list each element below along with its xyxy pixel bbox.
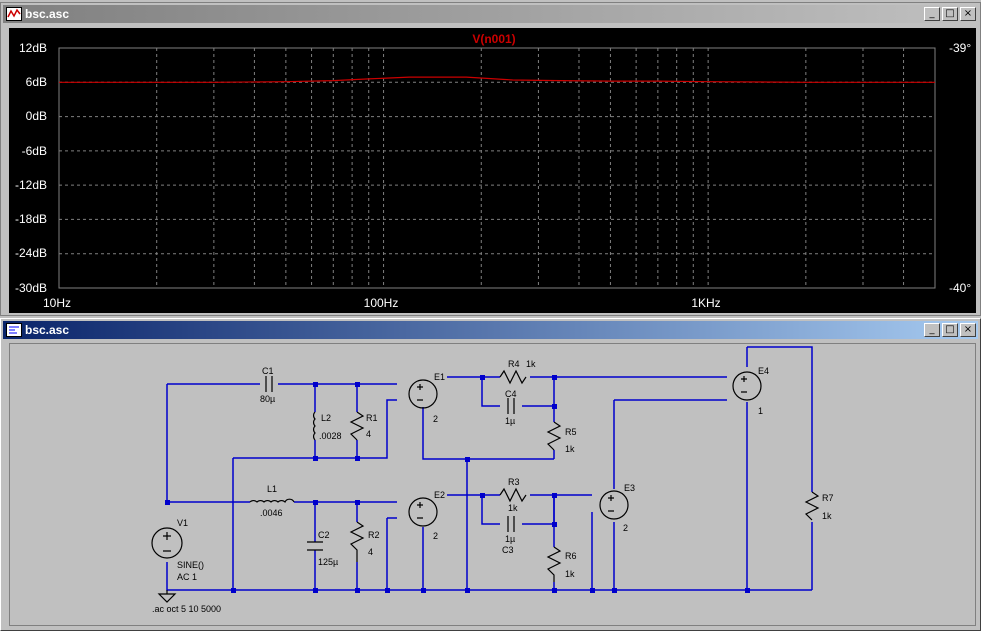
label-r7[interactable]: R7 [822,493,834,503]
vcvs-e2 [408,497,438,527]
y-tick: -18dB [15,212,47,226]
waveform-title: bsc.asc [25,7,70,21]
label-r6[interactable]: R6 [565,551,577,561]
capacitor-c1 [265,376,273,392]
resistor-r1 [349,411,365,441]
y-tick: -12dB [15,178,47,192]
resistor-r4 [499,369,527,385]
value-v1-ac[interactable]: AC 1 [177,572,197,582]
value-r7[interactable]: 1k [822,511,832,521]
schematic-drawing[interactable]: C1 80µ L2 .0028 R1 4 E1 2 R4 1k C4 1µ R5… [10,344,975,625]
x-tick: 100Hz [364,296,399,310]
vcvs-e4 [732,371,762,401]
label-r1[interactable]: R1 [366,413,378,423]
label-c4[interactable]: C4 [505,389,517,399]
y-tick: -24dB [15,246,47,260]
capacitor-c4 [507,398,515,414]
inductor-l1 [249,498,295,504]
label-v1[interactable]: V1 [177,518,188,528]
value-e4[interactable]: 1 [758,406,763,416]
voltage-source-v1 [151,527,183,559]
capacitor-c2 [307,541,323,551]
inductor-l2 [313,411,316,441]
value-c1[interactable]: 80µ [260,394,275,404]
plot-grid [58,47,936,289]
vcvs-e3 [599,490,629,520]
maximize-button[interactable]: □ [942,323,958,337]
label-e1[interactable]: E1 [434,372,445,382]
value-r3[interactable]: 1k [508,503,518,513]
component-labels: C1 80µ L2 .0028 R1 4 E1 2 R4 1k C4 1µ R5… [152,359,834,614]
ac-directive[interactable]: .ac oct 5 10 5000 [152,604,221,614]
value-r6[interactable]: 1k [565,569,575,579]
minimize-button[interactable]: _ [924,323,940,337]
label-c1[interactable]: C1 [262,366,274,376]
close-button[interactable]: × [960,7,976,21]
x-tick: 10Hz [43,296,71,310]
label-r4[interactable]: R4 [508,359,520,369]
schematic-titlebar[interactable]: bsc.asc _ □ × [3,321,978,339]
value-r4[interactable]: 1k [526,359,536,369]
resistor-r5 [546,421,562,451]
x-tick: 1KHz [691,296,720,310]
y-tick: 0dB [26,109,47,123]
value-e3[interactable]: 2 [623,523,628,533]
schematic-icon [6,323,22,337]
value-c3[interactable]: 1µ [505,534,515,544]
label-r2[interactable]: R2 [368,530,380,540]
schematic-window: bsc.asc _ □ × [0,318,981,631]
resistor-r3 [499,487,527,503]
label-c2[interactable]: C2 [318,530,330,540]
waveform-window: bsc.asc _ □ × V(n001) 12dB 6dB 0dB -6dB … [0,2,981,316]
junctions [165,375,750,593]
y2-tick: -39° [949,41,971,55]
value-r1[interactable]: 4 [366,429,371,439]
value-l1[interactable]: .0046 [260,508,283,518]
label-c3[interactable]: C3 [502,545,514,555]
resistor-r6 [546,546,562,582]
ground-symbol [157,590,177,603]
value-e1[interactable]: 2 [433,414,438,424]
value-c4[interactable]: 1µ [505,416,515,426]
resistor-r7 [804,491,820,521]
waveform-plot[interactable]: V(n001) 12dB 6dB 0dB -6dB -12dB -18dB -2… [9,28,976,313]
trace-label[interactable]: V(n001) [472,32,515,46]
label-e2[interactable]: E2 [434,490,445,500]
right-axis[interactable]: -39° -40° [949,41,971,295]
capacitor-c3 [507,516,515,532]
y-tick: -6dB [22,144,47,158]
close-button[interactable]: × [960,323,976,337]
components [151,369,820,603]
y2-tick: -40° [949,281,971,295]
x-axis[interactable]: 10Hz 100Hz 1KHz [43,296,721,310]
label-e4[interactable]: E4 [758,366,769,376]
value-r2[interactable]: 4 [368,547,373,557]
value-e2[interactable]: 2 [433,531,438,541]
wires [166,346,813,591]
label-r3[interactable]: R3 [508,477,520,487]
resistor-r2 [349,521,365,562]
label-r5[interactable]: R5 [565,427,577,437]
trace-line[interactable] [59,76,935,83]
schematic-canvas[interactable]: C1 80µ L2 .0028 R1 4 E1 2 R4 1k C4 1µ R5… [9,343,976,626]
value-l2[interactable]: .0028 [319,431,342,441]
waveform-titlebar[interactable]: bsc.asc _ □ × [3,5,978,23]
label-e3[interactable]: E3 [624,483,635,493]
y-tick: 6dB [26,75,47,89]
value-r5[interactable]: 1k [565,444,575,454]
vcvs-e1 [408,379,438,409]
plot-frame [58,47,936,289]
value-v1-sine[interactable]: SINE() [177,560,204,570]
schematic-title: bsc.asc [25,323,70,337]
maximize-button[interactable]: □ [942,7,958,21]
label-l1[interactable]: L1 [267,484,277,494]
waveform-icon [6,7,22,21]
label-l2[interactable]: L2 [321,413,331,423]
value-c2[interactable]: 125µ [318,557,338,567]
left-axis[interactable]: 12dB 6dB 0dB -6dB -12dB -18dB -24dB -30d… [15,41,47,295]
waveform-chart[interactable]: V(n001) 12dB 6dB 0dB -6dB -12dB -18dB -2… [9,28,976,313]
y-tick: 12dB [19,41,47,55]
minimize-button[interactable]: _ [924,7,940,21]
y-tick: -30dB [15,281,47,295]
